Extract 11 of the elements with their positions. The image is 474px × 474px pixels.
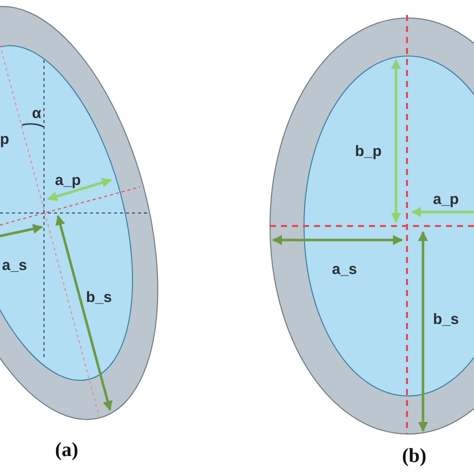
dimension-label: b_s <box>86 290 112 305</box>
dimension-label: a_p <box>433 192 459 207</box>
angle-label: α <box>32 106 42 121</box>
dimension-label: a_s <box>332 262 358 277</box>
dimension-label: b_s <box>433 312 459 327</box>
dimension-label: b_p <box>355 144 382 159</box>
dimension-label: a_s <box>2 258 28 273</box>
panel-label: (a) <box>55 440 78 460</box>
dimension-label: p <box>0 132 10 147</box>
dimension-label: a_p <box>55 173 81 188</box>
panel-label: (b) <box>402 446 426 466</box>
